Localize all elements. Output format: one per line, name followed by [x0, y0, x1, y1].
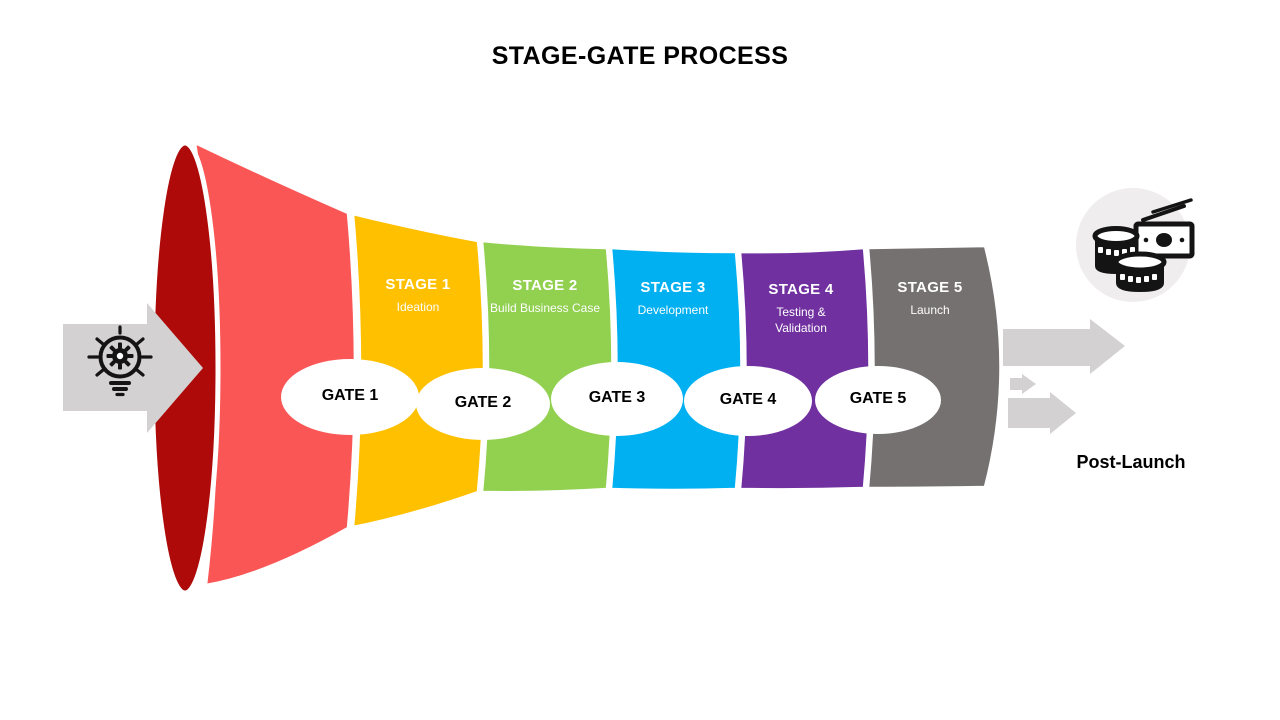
money-coins-icon [1092, 198, 1195, 292]
gate-2-ellipse [416, 368, 550, 440]
stage-3-labels: STAGE 3 Development [608, 279, 738, 318]
gate-3-label: GATE 3 [588, 389, 646, 406]
lightbulb-gear-icon [87, 325, 153, 397]
gate-5-label: GATE 5 [849, 390, 907, 407]
gear-icon [106, 342, 134, 370]
stage-5-title: STAGE 5 [897, 279, 963, 296]
output-arrow-medium [1008, 392, 1076, 434]
stage-3-title: STAGE 3 [640, 279, 706, 296]
stage-4-sublabel: Testing & Validation [775, 305, 827, 336]
stage-2-sublabel: Build Business Case [489, 301, 601, 315]
stage-5-labels: STAGE 5 Launch [865, 279, 995, 318]
stage-2-title: STAGE 2 [512, 277, 578, 294]
gate-4-ellipse [684, 366, 812, 436]
page-title: STAGE-GATE PROCESS [491, 42, 789, 70]
gate-1-ellipse [281, 359, 419, 435]
stage-1-sublabel: Ideation [396, 300, 440, 314]
gate-5-ellipse [815, 366, 941, 434]
stage-4-labels: STAGE 4 Testing & Validation [736, 281, 866, 336]
output-arrow-small [1010, 374, 1036, 394]
stage-3-sublabel: Development [637, 303, 709, 317]
stage-1-title: STAGE 1 [385, 276, 451, 293]
post-launch-label: Post-Launch [1076, 452, 1186, 472]
stage-5-sublabel: Launch [910, 303, 950, 317]
stage-2-labels: STAGE 2 Build Business Case [480, 277, 610, 316]
stage-4-title: STAGE 4 [768, 281, 834, 298]
input-arrow [63, 303, 203, 433]
output-arrow-large [1003, 319, 1125, 374]
gate-4-label: GATE 4 [719, 391, 777, 408]
gate-3-ellipse [551, 362, 683, 436]
gate-2-label: GATE 2 [454, 394, 512, 411]
gate-1-label: GATE 1 [321, 387, 379, 404]
stage-1-labels: STAGE 1 Ideation [353, 276, 483, 315]
